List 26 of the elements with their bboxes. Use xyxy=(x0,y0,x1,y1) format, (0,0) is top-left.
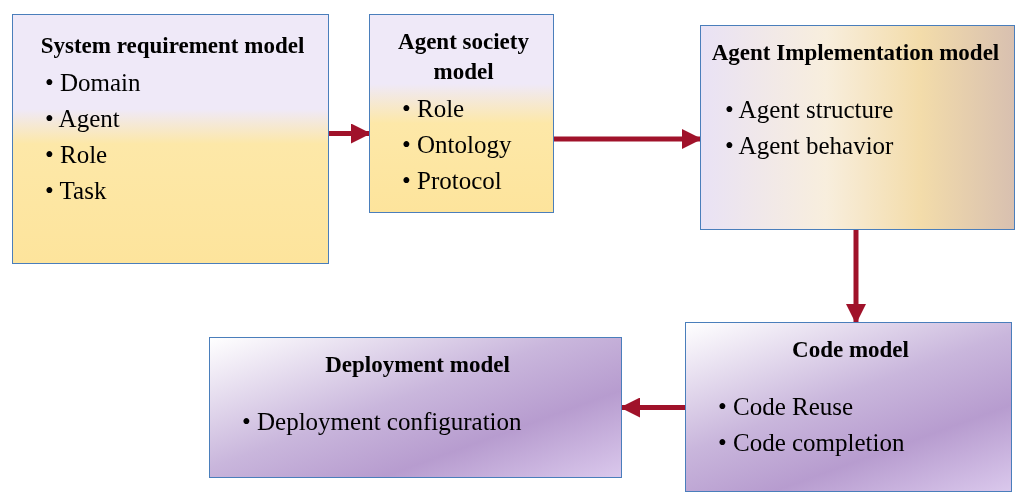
arrow xyxy=(620,397,685,418)
box-title: Agent Implementation model xyxy=(710,39,1001,67)
bullet-item: • Agent behavior xyxy=(725,131,895,161)
bullet-item: • Code Reuse xyxy=(718,392,855,422)
box-title: Deployment model xyxy=(324,351,511,379)
arrow xyxy=(554,129,702,149)
process-box xyxy=(700,25,1015,230)
bullet-item: • Task xyxy=(45,176,108,206)
bullet-item: • Code completion xyxy=(718,428,906,458)
box-title: Agent society model xyxy=(397,28,530,86)
bullet-item: • Role xyxy=(45,140,109,170)
process-box xyxy=(685,322,1012,492)
box-title: Code model xyxy=(791,336,910,364)
bullet-item: • Domain xyxy=(45,68,142,98)
arrow xyxy=(846,230,866,324)
bullet-item: • Deployment configuration xyxy=(242,407,523,437)
bullet-item: • Protocol xyxy=(402,166,503,196)
process-box xyxy=(12,14,329,264)
arrow xyxy=(329,123,371,144)
bullet-item: • Agent xyxy=(45,104,121,134)
bullet-item: • Role xyxy=(402,94,466,124)
process-box xyxy=(209,337,622,478)
bullet-item: • Agent structure xyxy=(725,95,895,125)
bullet-item: • Ontology xyxy=(402,130,513,160)
box-title: System requirement model xyxy=(39,32,306,60)
process-box xyxy=(369,14,554,213)
